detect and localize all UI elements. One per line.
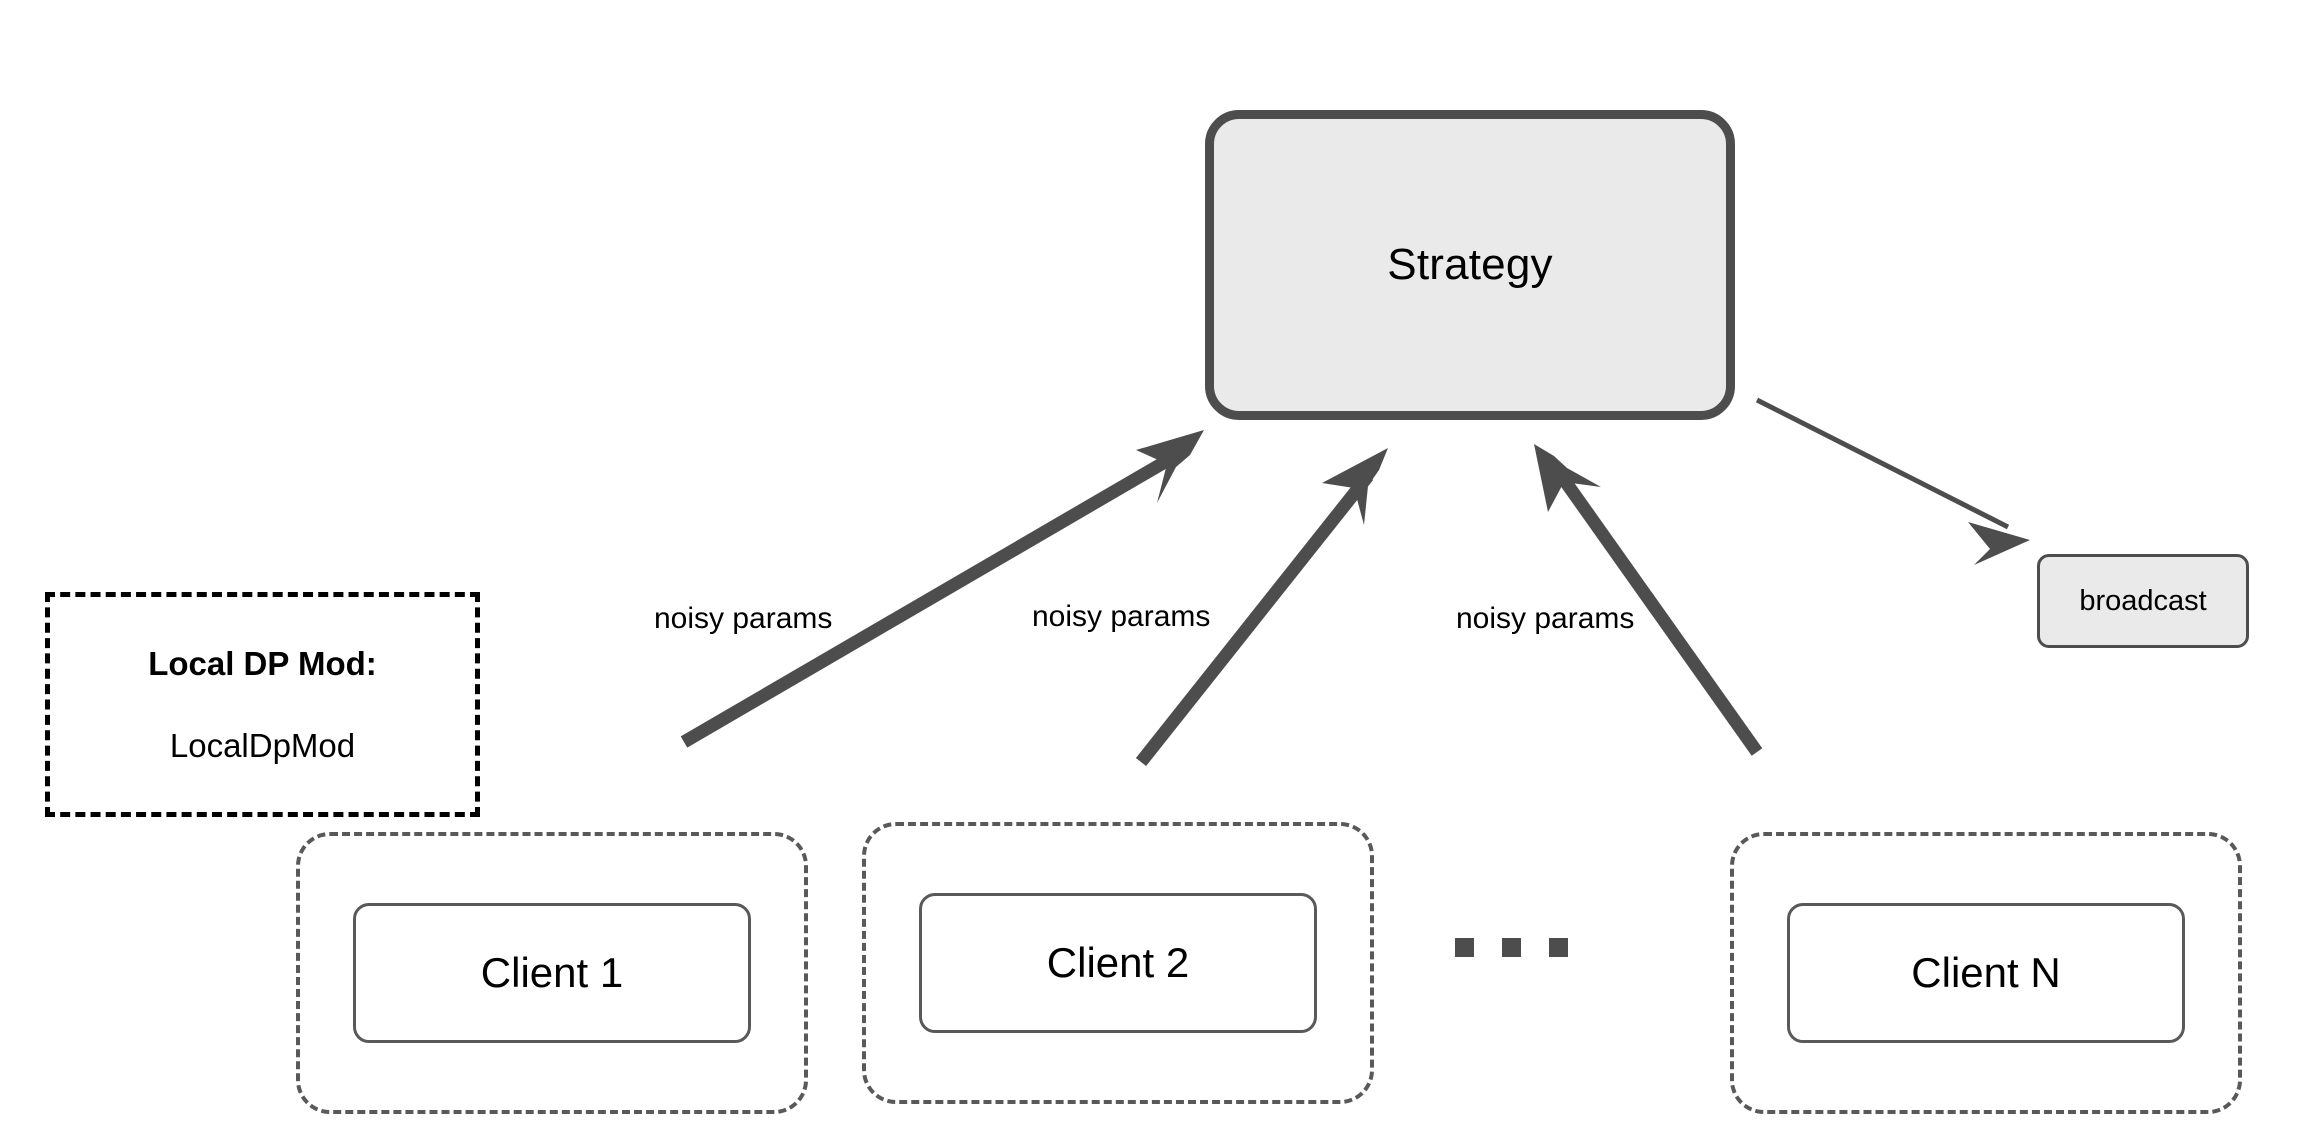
strategy-node[interactable]: Strategy	[1205, 110, 1735, 420]
client-node-2-label: Client 2	[1046, 939, 1190, 986]
strategy-node-label: Strategy	[1387, 240, 1553, 289]
client-group-1[interactable]: Client 1	[296, 832, 808, 1114]
arrow-client1-to-strategy	[680, 430, 1204, 748]
client-group-2[interactable]: Client 2	[862, 822, 1374, 1104]
local-dp-mod-title: Local DP Mod:	[148, 644, 377, 682]
client-node-n-label: Client N	[1911, 949, 2061, 996]
ellipsis-icon	[1455, 938, 1568, 957]
ellipsis-dot	[1455, 938, 1474, 957]
edge-label-client1: noisy params	[650, 600, 837, 638]
arrow-strategy-to-broadcast	[1755, 397, 2030, 565]
client-node-2[interactable]: Client 2	[919, 893, 1317, 1033]
client-node-1[interactable]: Client 1	[353, 903, 751, 1043]
broadcast-node[interactable]: broadcast	[2037, 554, 2249, 648]
client-group-n[interactable]: Client N	[1730, 832, 2242, 1114]
arrow-clientn-to-strategy	[1534, 444, 1763, 756]
local-dp-mod-value: LocalDpMod	[169, 726, 356, 764]
client-node-1-label: Client 1	[480, 949, 624, 996]
client-node-n[interactable]: Client N	[1787, 903, 2185, 1043]
ellipsis-dot	[1502, 938, 1521, 957]
ellipsis-dot	[1549, 938, 1568, 957]
local-dp-mod-legend: Local DP Mod: LocalDpMod	[45, 592, 480, 817]
edge-label-client2: noisy params	[1028, 598, 1215, 636]
edge-label-clientn: noisy params	[1452, 600, 1639, 638]
broadcast-node-label: broadcast	[2079, 584, 2207, 617]
